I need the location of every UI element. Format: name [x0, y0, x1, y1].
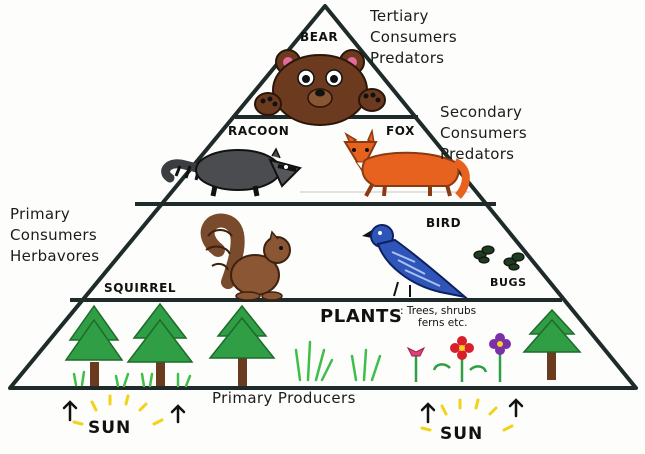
racoon-label: RACOON: [228, 124, 290, 138]
tree: [522, 308, 582, 380]
primary-line-3: Herbavores: [10, 247, 100, 265]
secondary-consumers-label: Secondary Consumers Predators: [440, 102, 600, 165]
plants-note-line-2: ferns etc.: [418, 317, 468, 329]
grass: [72, 340, 382, 388]
bugs-label: BUGS: [490, 276, 527, 289]
pyramid-outline: [8, 4, 638, 390]
plants-note-line-1: : Trees, shrubs: [400, 305, 477, 317]
tree: [208, 304, 276, 386]
bird-drawing: [362, 224, 469, 299]
bugs-drawing: [473, 245, 525, 271]
flowers: [406, 333, 511, 382]
primary-line-1: Primary: [10, 205, 71, 223]
sun-label-left: SUN: [88, 418, 132, 438]
squirrel-drawing: [200, 213, 291, 301]
tree: [64, 304, 124, 386]
tertiary-line-1: Tertiary: [370, 7, 429, 25]
arrows: [62, 398, 524, 424]
tree-group: [64, 302, 582, 386]
secondary-line-2: Consumers: [440, 124, 528, 142]
tertiary-consumers-label: Tertiary Consumers Predators: [370, 6, 520, 69]
racoon-drawing: [161, 147, 302, 197]
fox-drawing: [343, 128, 470, 199]
bear-drawing: [254, 49, 386, 126]
primary-consumers-label: Primary Consumers Herbavores: [10, 204, 140, 267]
fox-label: FOX: [386, 124, 416, 138]
tertiary-line-2: Consumers: [370, 28, 458, 46]
primary-producers-label: Primary Producers: [212, 389, 356, 407]
plants-note: : Trees, shrubs ferns etc.: [400, 305, 476, 329]
squirrel-label: SQUIRREL: [104, 281, 177, 295]
sun-rays-left: [72, 394, 164, 426]
secondary-line-3: Predators: [440, 145, 515, 163]
primary-line-2: Consumers: [10, 226, 98, 244]
bear-label: BEAR: [300, 30, 339, 44]
sun-rays-right: [420, 398, 514, 432]
tertiary-line-3: Predators: [370, 49, 445, 67]
bird-label: BIRD: [426, 216, 462, 230]
sun-label-right: SUN: [440, 424, 484, 444]
secondary-line-1: Secondary: [440, 103, 523, 121]
plants-title: PLANTS: [320, 306, 403, 327]
tree: [126, 302, 194, 386]
